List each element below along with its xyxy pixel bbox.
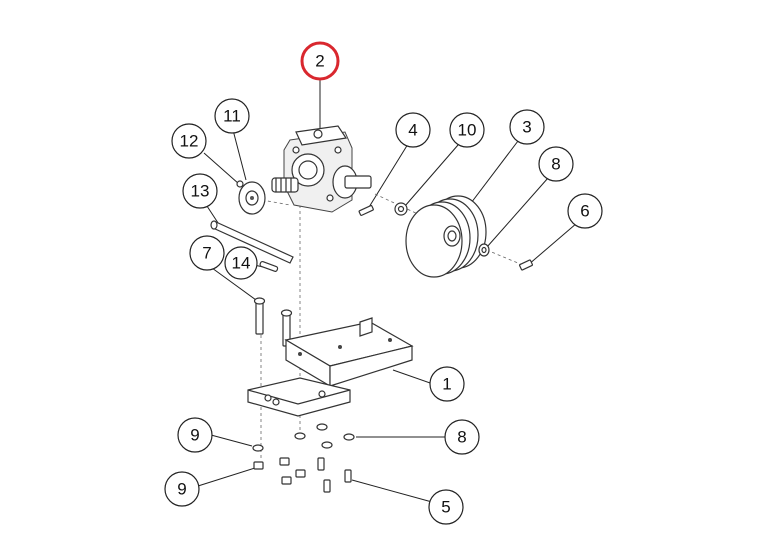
svg-text:14: 14 (232, 254, 251, 273)
callout-12[interactable]: 12 (171, 123, 207, 159)
svg-text:5: 5 (441, 498, 450, 517)
leader-lines (197, 80, 578, 503)
svg-text:1: 1 (442, 375, 451, 394)
svg-text:11: 11 (223, 107, 241, 126)
washer-part (394, 202, 408, 216)
washer-top-part (478, 243, 490, 257)
long-bolts-part (253, 297, 293, 347)
callout-9-lower[interactable]: 9 (164, 471, 200, 507)
mounting-frame (247, 317, 414, 417)
svg-text:4: 4 (408, 121, 417, 140)
svg-text:6: 6 (580, 202, 589, 221)
callout-2[interactable]: 2 (300, 41, 340, 81)
callout-13[interactable]: 13 (182, 173, 218, 209)
bottom-hardware (252, 423, 355, 493)
svg-text:9: 9 (190, 426, 199, 445)
svg-text:10: 10 (458, 121, 477, 140)
callout-8-top[interactable]: 8 (538, 146, 574, 182)
svg-text:8: 8 (457, 428, 466, 447)
svg-text:8: 8 (551, 155, 560, 174)
callout-7[interactable]: 7 (189, 235, 225, 271)
callout-3[interactable]: 3 (509, 109, 545, 145)
callout-5[interactable]: 5 (428, 489, 464, 525)
svg-text:7: 7 (202, 244, 211, 263)
callout-10[interactable]: 10 (449, 112, 485, 148)
svg-text:9: 9 (177, 480, 186, 499)
svg-text:12: 12 (180, 132, 199, 151)
pulley (405, 195, 487, 278)
flange-part (238, 181, 266, 215)
svg-text:13: 13 (191, 182, 210, 201)
callout-4[interactable]: 4 (395, 112, 431, 148)
callout-11[interactable]: 11 (214, 98, 250, 134)
callout-9-upper[interactable]: 9 (177, 417, 213, 453)
key-part (358, 204, 374, 216)
callout-1[interactable]: 1 (429, 366, 465, 402)
small-washer-part (236, 180, 244, 188)
callout-8-bottom[interactable]: 8 (444, 419, 480, 455)
rod-part (210, 220, 294, 264)
callouts: 2 4 10 3 8 6 11 12 (164, 41, 603, 525)
pin-part (259, 261, 279, 272)
svg-text:3: 3 (522, 118, 531, 137)
callout-6[interactable]: 6 (567, 193, 603, 229)
callout-14[interactable]: 14 (224, 246, 258, 280)
svg-text:2: 2 (315, 52, 324, 71)
pulley-bolt-part (519, 259, 533, 271)
gearbox (271, 125, 372, 213)
